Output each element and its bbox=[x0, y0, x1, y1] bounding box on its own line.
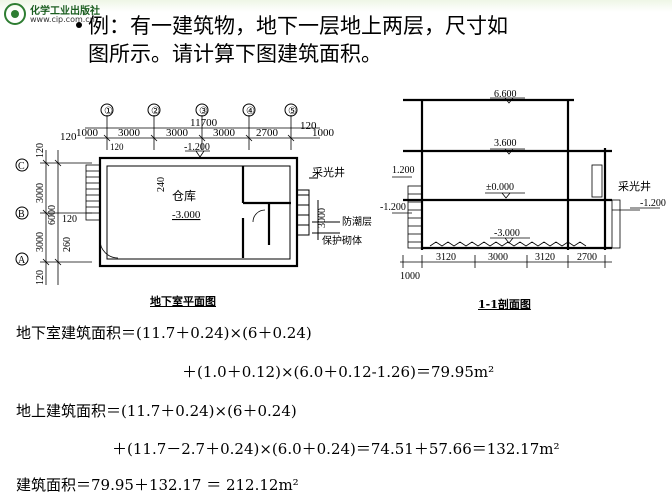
header-band bbox=[0, 0, 672, 12]
section-dim-2700: 2700 bbox=[577, 252, 597, 263]
dim-left-6000: 6000 bbox=[47, 205, 58, 225]
dim-top-3000-b: 3000 bbox=[166, 127, 189, 139]
axis-label-a: A bbox=[18, 255, 26, 266]
publisher-emblem-icon bbox=[4, 3, 26, 25]
plan-labels: ① ② ③ ④ ⑤ C B A 11700 1000 3000 3000 300… bbox=[18, 106, 372, 285]
section-dim-3120-right: 3120 bbox=[535, 252, 555, 263]
section-level-6600: 6.600 bbox=[494, 89, 517, 100]
axis-label-1: ① bbox=[104, 106, 113, 117]
problem-statement: 例：有一建筑物，地下一层地上两层，尺寸如 图所示。请计算下图建筑面积。 bbox=[88, 12, 628, 68]
section-dim-3120-left: 3120 bbox=[436, 252, 456, 263]
dim-right-3000: 3000 bbox=[317, 208, 328, 228]
axis-label-b: B bbox=[18, 209, 25, 220]
axis-label-c: C bbox=[18, 161, 25, 172]
room-level: -3.000 bbox=[172, 209, 201, 221]
section-level-1200: 1.200 bbox=[392, 165, 415, 176]
dim-top-1000-right: 1000 bbox=[312, 127, 335, 139]
plan-label-damp-layer: 防潮层 bbox=[342, 215, 372, 228]
dim-120-top-right: 120 bbox=[300, 120, 317, 132]
publisher-logo: 化学工业出版社 www.cip.com.cn bbox=[4, 2, 100, 32]
dim-left-120-bottom: 120 bbox=[35, 270, 46, 285]
dim-wall-240: 240 bbox=[156, 177, 167, 192]
publisher-url: www.cip.com.cn bbox=[30, 15, 95, 24]
calc-above-ground-line-2: ＋(11.7－2.7＋0.24)×(6.0＋0.24)＝74.51＋57.66＝… bbox=[112, 440, 560, 458]
axis-label-4: ④ bbox=[246, 106, 255, 117]
plan-label-light-well: 采光井 bbox=[312, 165, 345, 179]
section-level-3000: -3.000 bbox=[494, 228, 520, 239]
room-name: 仓库 bbox=[172, 188, 196, 203]
section-level-0000: ±0.000 bbox=[486, 182, 514, 193]
section-level-minus-1200-right: -1.200 bbox=[640, 198, 666, 209]
plan-caption: 地下室平面图 bbox=[150, 295, 216, 308]
section-level-minus-1200-left: -1.200 bbox=[380, 202, 406, 213]
section-caption: 1-1剖面图 bbox=[478, 298, 531, 311]
section-dim-1000: 1000 bbox=[400, 271, 420, 282]
dim-top-1000-left: 1000 bbox=[76, 127, 99, 139]
drawings: ① ② ③ ④ ⑤ C B A 11700 1000 3000 3000 300… bbox=[15, 89, 666, 285]
dim-left-120-top: 120 bbox=[35, 143, 46, 158]
problem-line-1: 例：有一建筑物，地下一层地上两层，尺寸如 bbox=[88, 14, 508, 38]
section-dim-3000: 3000 bbox=[488, 252, 508, 263]
bullet-dot-icon bbox=[76, 22, 82, 28]
calc-basement-line-2: ＋(1.0＋0.12)×(6.0＋0.12-1.26)＝79.95m² bbox=[182, 363, 495, 381]
calc-above-ground-line-1: 地上建筑面积＝(11.7＋0.24)×(6＋0.24) bbox=[16, 402, 297, 420]
section-level-3600: 3.600 bbox=[494, 138, 517, 149]
calc-basement-line-1: 地下室建筑面积＝(11.7＋0.24)×(6＋0.24) bbox=[16, 324, 312, 342]
section-labels: 6.600 3.600 ±0.000 -3.000 1.200 -1.200 -… bbox=[380, 89, 666, 282]
basement-plan bbox=[15, 103, 340, 285]
axis-label-3: ③ bbox=[199, 106, 208, 117]
plan-label-protective-wall: 保护砌体 bbox=[322, 234, 362, 247]
calc-total-area: 建筑面积＝79.95＋132.17 ＝ 212.12m² bbox=[16, 476, 299, 494]
dim-left-3000-upper: 3000 bbox=[35, 183, 46, 203]
dim-total-width: 11700 bbox=[190, 117, 218, 129]
dim-top-2700: 2700 bbox=[256, 127, 279, 139]
section-label-light-well: 采光井 bbox=[618, 179, 651, 193]
dim-120-top-left: 120 bbox=[60, 131, 77, 143]
dim-top-3000-c: 3000 bbox=[213, 127, 236, 139]
dim-top-3000-a: 3000 bbox=[118, 127, 141, 139]
dim-left-260: 260 bbox=[62, 237, 73, 252]
dim-120-inner: 120 bbox=[110, 142, 124, 152]
problem-line-2: 图所示。请计算下图建筑面积。 bbox=[88, 42, 382, 66]
publisher-name: 化学工业出版社 bbox=[30, 6, 100, 17]
dim-left-3000-lower: 3000 bbox=[35, 232, 46, 252]
axis-label-5: ⑤ bbox=[288, 106, 297, 117]
plan-level-top: -1.200 bbox=[184, 142, 210, 153]
axis-label-2: ② bbox=[151, 106, 160, 117]
dim-120-mid: 120 bbox=[62, 214, 77, 225]
section-drawing bbox=[392, 97, 660, 268]
